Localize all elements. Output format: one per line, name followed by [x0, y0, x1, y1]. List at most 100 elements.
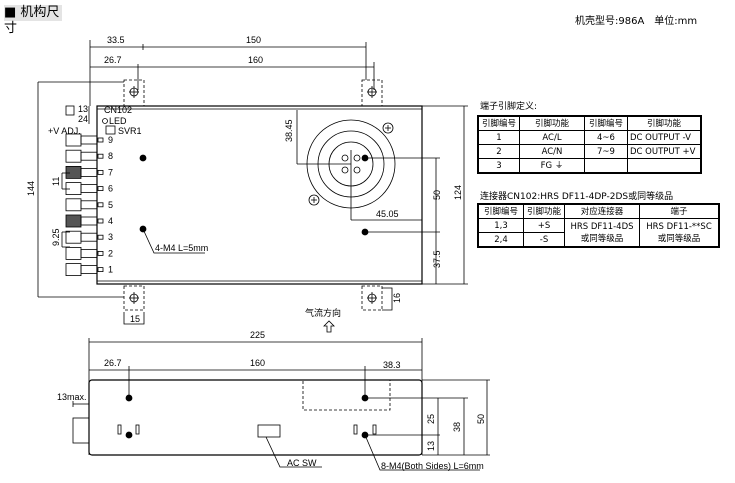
side-dim-25: 25: [426, 414, 436, 424]
dim-37-5: 37.5: [432, 250, 442, 268]
terminal-number: 8: [108, 151, 113, 161]
terminal-pin: [97, 202, 104, 208]
connector-equiv: 或同等级品: [580, 233, 624, 244]
terminal-body: [80, 167, 98, 177]
dim-16-box: [382, 287, 393, 311]
psu-side-body: [88, 379, 423, 456]
terminal-body: [80, 135, 98, 145]
dim-15-box: [123, 312, 145, 325]
terminal-number: 3: [108, 232, 113, 242]
cell: [584, 158, 628, 174]
header-cell: 引脚编号: [477, 203, 524, 219]
case-info: 机壳型号:986A 单位:mm: [575, 12, 707, 27]
terminal-screw-icon: [65, 149, 82, 163]
side-dim-26-7: 26.7: [104, 358, 122, 368]
terminal-body: [80, 232, 98, 242]
mounting-tabs: [123, 79, 383, 311]
side-dim-50: 50: [476, 414, 486, 424]
cell: 1: [477, 130, 520, 145]
cn102-label: CN102: [104, 105, 132, 115]
connector-table-title: 连接器CN102:HRS DF11-4DP-2DS或同等级品: [480, 192, 674, 202]
table-row: 2,4-S: [477, 232, 719, 248]
dim-16: 16: [392, 293, 402, 303]
header-cell: 对应连接器: [564, 203, 640, 219]
cell: 3: [477, 158, 520, 174]
cell: 4~6: [584, 130, 628, 145]
dim-13max: 13max.: [57, 392, 87, 402]
header-cell: 引脚功能: [519, 115, 585, 131]
terminal-body: [80, 151, 98, 161]
cell: AC/L: [519, 130, 585, 145]
airflow-label: 气流方向: [305, 307, 341, 318]
terminal-screw-icon: [65, 230, 82, 244]
top-dimensions: 33.5 150 26.7 160 144: [26, 35, 375, 298]
header-cell: 引脚功能: [627, 115, 702, 131]
terminal-body: [80, 248, 98, 258]
table-header-row: 引脚编号 引脚功能 引脚编号 引脚功能: [477, 115, 702, 131]
terminal-number: 6: [108, 184, 113, 194]
terminal-equiv: 或同等级品: [657, 233, 701, 244]
terminal-body: [80, 265, 98, 275]
header-cell: 端子: [639, 203, 720, 219]
cell: [627, 158, 702, 174]
cell: DC OUTPUT -V: [627, 130, 702, 145]
header-cell: 引脚编号: [477, 115, 520, 131]
terminal-pin: [97, 218, 104, 224]
cell: DC OUTPUT +V: [627, 144, 702, 159]
terminal-pin: [97, 267, 104, 273]
m4-hole-icons: [139, 154, 369, 236]
dim-11: 11: [51, 177, 61, 186]
led-label: LED: [109, 116, 127, 126]
side-dim-13: 13: [426, 441, 436, 451]
cell: 7~9: [584, 144, 628, 159]
terminal-screw-icon: [65, 198, 82, 212]
pin-table-title: 端子引脚定义:: [480, 102, 538, 112]
dim-9-25: 9.25: [51, 228, 61, 246]
dim-33-5: 33.5: [107, 35, 125, 45]
svr1-icon: [105, 125, 116, 135]
side-dim-38-3: 38.3: [383, 360, 401, 370]
case-model: 机壳型号:986A: [575, 16, 645, 27]
terminal-screw-icon: [65, 263, 82, 277]
terminal-screw-icon: [65, 165, 82, 179]
side-dim-160: 160: [250, 358, 265, 368]
section-title: ■ 机构尺寸: [4, 5, 62, 36]
terminal-body: [80, 216, 98, 226]
terminal-pin: [97, 169, 104, 175]
terminal-number: 1: [108, 265, 113, 275]
dim-144: 144: [26, 181, 36, 196]
m4-note: 4-M4 L=5mm: [155, 243, 208, 253]
dim-38-45: 38.45: [284, 119, 294, 142]
cell: FG ⏚: [519, 158, 585, 174]
v-adj-label: +V ADJ.: [48, 126, 81, 136]
ac-switch-icon: [257, 424, 281, 438]
terminal-pin: [97, 137, 104, 143]
cell: 2,4: [477, 232, 524, 248]
svr1-label: SVR1: [118, 126, 142, 136]
terminal-block: 13 24 CN102 LED SVR1 +V ADJ.: [48, 104, 142, 136]
dim-150: 150: [246, 35, 261, 45]
ac-sw-label: AC SW: [287, 458, 317, 468]
unit-label: 单位:mm: [654, 16, 698, 27]
terminal-number: 4: [108, 216, 113, 226]
header-cell: 引脚功能: [523, 203, 565, 219]
dim-160: 160: [248, 55, 263, 65]
dim-26-7: 26.7: [104, 55, 122, 65]
terminal-number: 7: [108, 167, 113, 177]
dim-15: 15: [130, 314, 140, 324]
terminal-model: HRS DF11-**SC: [646, 221, 712, 232]
terminal-pin: [97, 250, 104, 256]
terminal-body: [80, 200, 98, 210]
table-header-row: 引脚编号 引脚功能 对应连接器 端子: [477, 203, 720, 219]
led-icon: [102, 118, 108, 124]
terminal-screw-icon: [65, 246, 82, 260]
airflow-arrow-icon: [323, 320, 335, 333]
